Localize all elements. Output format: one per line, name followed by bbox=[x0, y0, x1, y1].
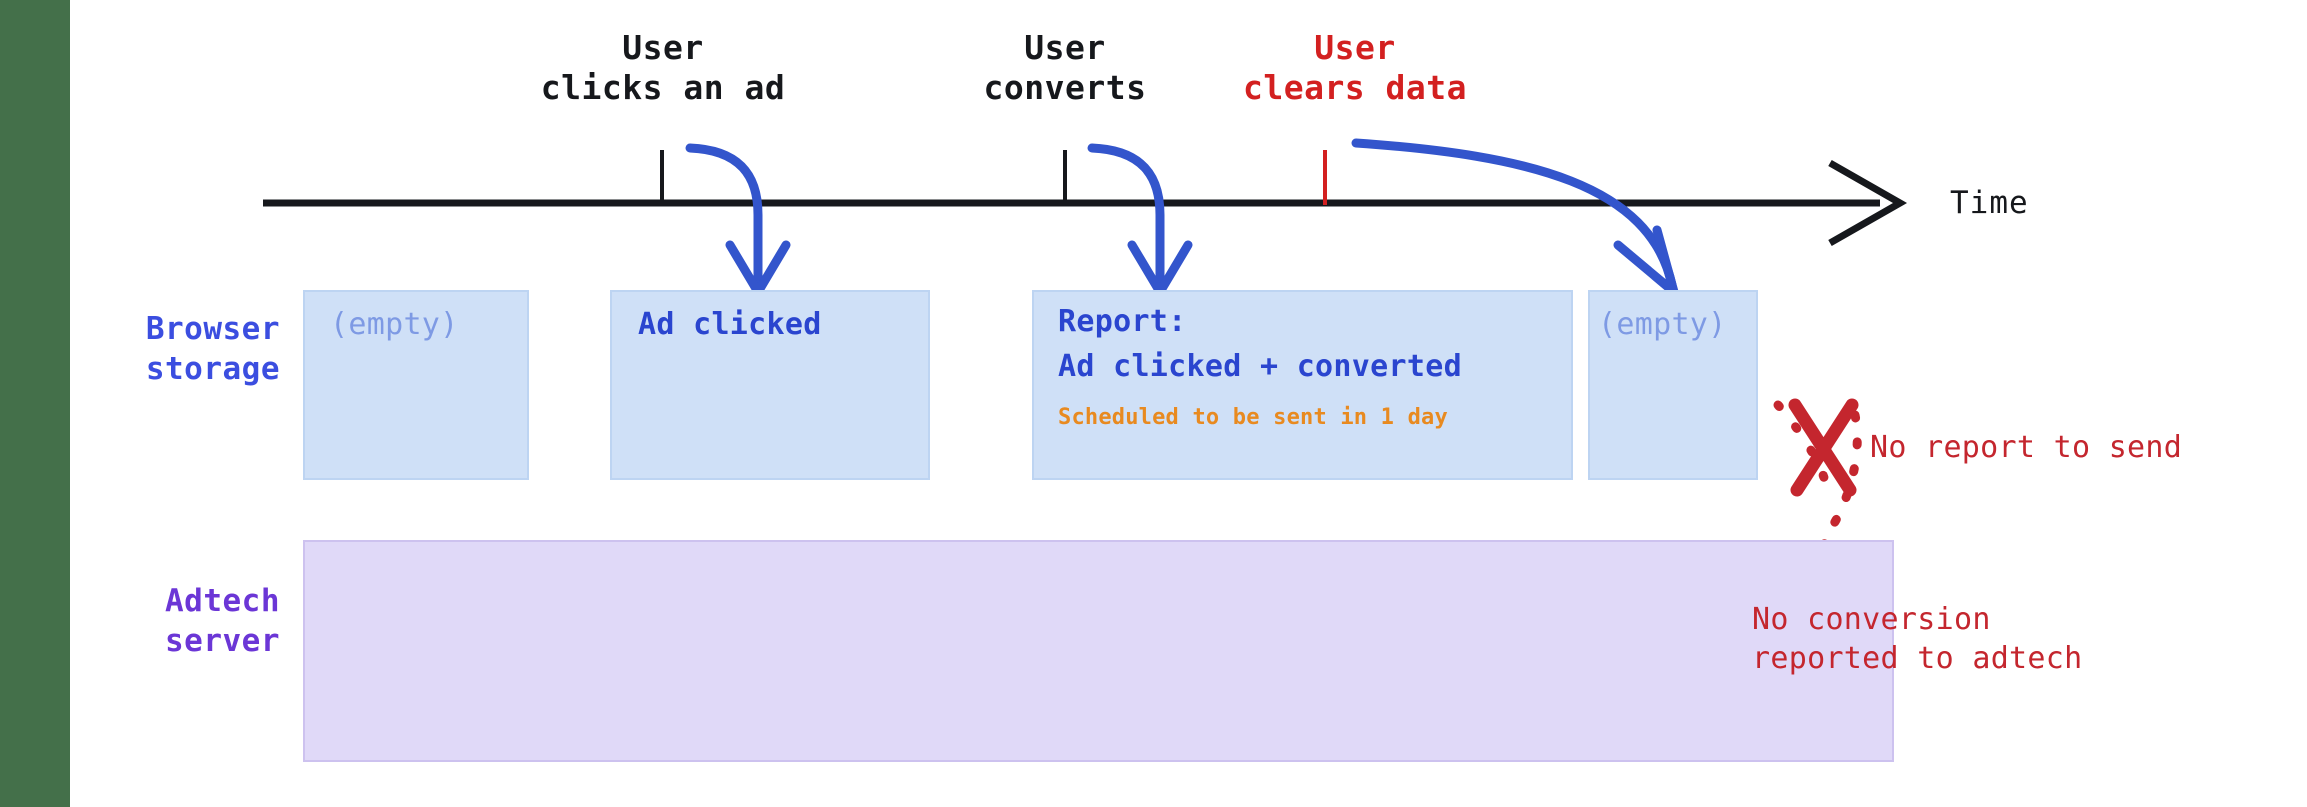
event-label-click-line1: User bbox=[622, 28, 704, 67]
event-label-clear-line2: clears data bbox=[1242, 68, 1468, 108]
storage-box-report-note: Scheduled to be sent in 1 day bbox=[1058, 405, 1448, 430]
event-label-clear-line1: User bbox=[1314, 28, 1396, 67]
storage-box-report bbox=[1032, 290, 1573, 480]
event-label-convert-line1: User bbox=[1024, 28, 1106, 67]
arrow-clear-to-storage bbox=[1351, 138, 1679, 297]
storage-box-initial bbox=[303, 290, 529, 480]
storage-box-clicked bbox=[610, 290, 930, 480]
row-label-browser-line1: Browser bbox=[145, 311, 280, 347]
event-label-click-line2: clicks an ad bbox=[540, 68, 786, 108]
row-label-adtech-line2: server bbox=[165, 622, 280, 659]
event-label-convert-line2: converts bbox=[983, 68, 1147, 108]
row-label-browser-line2: storage bbox=[145, 350, 280, 387]
arrow-convert-to-storage bbox=[1087, 143, 1193, 297]
annotation-no-conversion-reported: No conversion reported to adtech bbox=[1752, 600, 2083, 678]
axis-label-time: Time bbox=[1950, 185, 2029, 221]
storage-box-cleared-text: (empty) bbox=[1598, 307, 1727, 342]
row-label-adtech-line1: Adtech bbox=[165, 583, 280, 619]
adtech-server-box bbox=[303, 540, 1894, 762]
storage-box-report-line2: Ad clicked + converted bbox=[1058, 349, 1462, 384]
annotation-no-conversion-line1: No conversion bbox=[1752, 602, 1991, 637]
red-x-icon bbox=[1788, 398, 1859, 497]
storage-box-initial-text: (empty) bbox=[330, 307, 459, 342]
annotation-no-conversion-line2: reported to adtech bbox=[1752, 641, 2083, 676]
left-color-band bbox=[0, 0, 70, 807]
annotation-no-report-to-send: No report to send bbox=[1870, 430, 2183, 465]
storage-box-report-line1: Report: bbox=[1058, 304, 1187, 339]
arrow-click-to-storage bbox=[685, 143, 791, 297]
storage-box-cleared bbox=[1588, 290, 1758, 480]
storage-box-clicked-text: Ad clicked bbox=[638, 307, 822, 342]
